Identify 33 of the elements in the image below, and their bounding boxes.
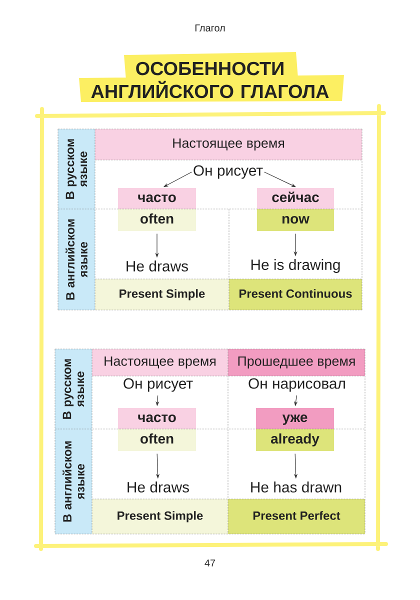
node-label: В английском языке <box>62 441 84 522</box>
tense-name-cell: Present Continuous <box>229 279 362 310</box>
sentence: Он рисует <box>124 378 193 392</box>
sentence: He draws <box>128 482 189 492</box>
word-box: часто <box>118 408 196 429</box>
word-box: often <box>118 429 196 451</box>
sentence: He draws <box>126 260 188 272</box>
row-header: В английском языке <box>58 209 95 310</box>
tense-header: Прошедшее время <box>228 349 365 376</box>
node-label: В русском языке <box>66 139 88 199</box>
row-header: В английском языке <box>55 429 92 534</box>
row-header: В русском языке <box>58 129 95 209</box>
running-header: Глагол <box>195 24 225 32</box>
node-label: В английском языке <box>66 219 88 300</box>
sentence: He is drawing <box>251 259 340 273</box>
word-box: часто <box>118 188 196 209</box>
sentence: Он рисует <box>194 165 263 179</box>
sentence: Он нарисовал <box>248 378 345 392</box>
word-box: already <box>256 429 334 451</box>
tense-name-cell: Present Simple <box>95 279 229 310</box>
word-box: уже <box>256 408 334 429</box>
sentence: He has drawn <box>251 482 342 492</box>
row-header: В русском языке <box>55 349 92 429</box>
title: ОСОБЕННОСТИ АНГЛИЙСКОГО ГЛАГОЛА <box>79 52 344 102</box>
tense-header: Настоящее время <box>92 349 228 376</box>
word-box: сейчас <box>257 188 334 209</box>
tense-name-cell: Present Simple <box>92 499 228 534</box>
tense-header: Настоящее время <box>95 129 362 160</box>
word-box: now <box>257 209 334 231</box>
page-number: 47 <box>204 560 216 566</box>
word-box: often <box>118 209 196 231</box>
node-label: В русском языке <box>62 359 84 419</box>
tense-name-cell: Present Perfect <box>228 499 365 534</box>
